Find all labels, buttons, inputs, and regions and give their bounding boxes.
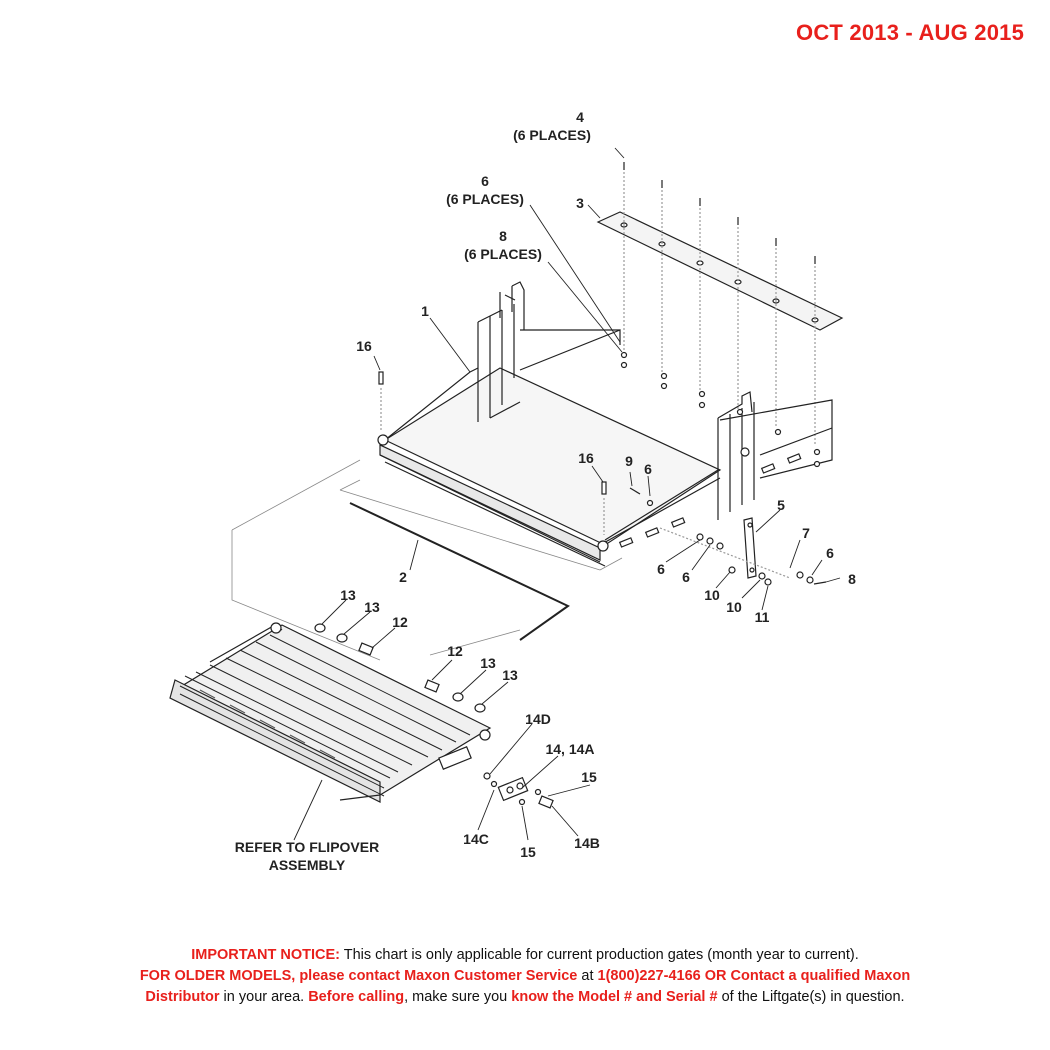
callout-4-places: (6 PLACES) [513, 127, 591, 143]
part-9-pin [629, 487, 654, 507]
notice-phone: 1(800)227-4166 OR Contact a qualified Ma… [597, 968, 911, 984]
leader-lines [293, 147, 841, 841]
callout-13b: 13 [364, 599, 380, 615]
part-12-13-hardware [314, 623, 486, 713]
notice-before-calling: Before calling [308, 989, 405, 1005]
callout-8-places: (6 PLACES) [464, 246, 542, 262]
callout-13a: 13 [340, 587, 356, 603]
callout-6: 6 [481, 173, 489, 189]
callout-6c: 6 [826, 545, 834, 561]
callout-10b: 10 [726, 599, 742, 615]
callout-13d: 13 [502, 667, 518, 683]
callout-9: 9 [625, 453, 633, 469]
callout-flipover-line2: ASSEMBLY [269, 857, 346, 873]
callout-15b: 15 [520, 844, 536, 860]
callout-12b: 12 [447, 643, 463, 659]
notice-text-1: This chart is only applicable for curren… [339, 947, 859, 963]
notice-in-area: in your area. [219, 989, 309, 1005]
callout-16b: 16 [578, 450, 594, 466]
callout-1: 1 [421, 303, 429, 319]
notice-make-sure: , make sure you [404, 989, 512, 1005]
notice-label: IMPORTANT NOTICE: [191, 947, 340, 963]
part-6-7-8-10-11-fasteners [659, 527, 827, 586]
callout-6b: 6 [644, 461, 652, 477]
notice-know-model: know the Model # and Serial # [511, 989, 718, 1005]
callout-5: 5 [777, 497, 785, 513]
callout-15a: 15 [581, 769, 597, 785]
callout-11: 11 [755, 609, 770, 625]
reference-outline [231, 459, 623, 661]
part-16-pins [378, 371, 607, 535]
callout-14d: 14D [525, 711, 551, 727]
callout-2: 2 [399, 569, 407, 585]
callout-14-14a: 14, 14A [545, 741, 594, 757]
callout-16a: 16 [356, 338, 372, 354]
callout-6e: 6 [682, 569, 690, 585]
callout-3: 3 [576, 195, 584, 211]
callout-12a: 12 [392, 614, 408, 630]
callout-8: 8 [499, 228, 507, 244]
callout-4: 4 [576, 109, 584, 125]
callout-10a: 10 [704, 587, 720, 603]
callout-flipover-line1: REFER TO FLIPOVER [235, 839, 379, 855]
part-5-bar [743, 517, 757, 579]
part-4-bolts [623, 162, 816, 445]
part-2-rod [349, 502, 570, 641]
part-1-frame [377, 281, 833, 567]
notice-distributor: Distributor [145, 989, 220, 1005]
callout-8b: 8 [848, 571, 856, 587]
important-notice: IMPORTANT NOTICE: This chart is only app… [40, 945, 1010, 1008]
callout-14b: 14B [574, 835, 600, 851]
date-range-banner: OCT 2013 - AUG 2015 [796, 20, 1024, 45]
callout-6-places: (6 PLACES) [446, 191, 524, 207]
flipover-assembly [169, 622, 492, 803]
callout-7: 7 [802, 525, 810, 541]
part-3-plate [596, 211, 844, 331]
notice-older-models: FOR OLDER MODELS, please contact Maxon C… [139, 968, 578, 984]
notice-of-liftgate: of the Liftgate(s) in question. [717, 989, 905, 1005]
part-14-hardware [483, 772, 554, 809]
callout-13c: 13 [480, 655, 496, 671]
notice-at: at [577, 968, 598, 984]
part-6-8-fasteners [620, 351, 821, 468]
callout-14c: 14C [463, 831, 489, 847]
callout-6d: 6 [657, 561, 665, 577]
